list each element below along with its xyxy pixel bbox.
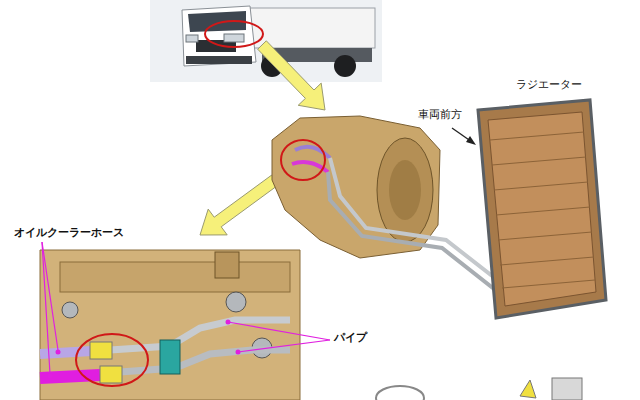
fitting — [90, 342, 112, 359]
radiator-core — [488, 112, 596, 306]
leader-line — [42, 242, 58, 350]
boss — [215, 252, 239, 278]
truck-cab — [182, 6, 256, 66]
part-arrow — [520, 380, 536, 398]
pipe — [110, 320, 290, 350]
leader-line — [238, 340, 330, 352]
part-label: 車両前方 — [418, 108, 462, 121]
zoom-housing — [40, 250, 300, 400]
bell-housing — [389, 160, 421, 220]
zoom-arrow — [258, 41, 325, 110]
leader-line — [42, 242, 50, 374]
truck-bed — [250, 8, 375, 48]
bolt — [226, 292, 246, 312]
bumper — [186, 56, 252, 64]
oil-cooler-hose — [40, 351, 92, 354]
fitting — [100, 366, 122, 383]
part-label: オイルクーラーホース — [14, 226, 124, 239]
highlight-ellipse — [76, 334, 148, 386]
part-label: パイプ — [334, 331, 367, 344]
radiator-fins — [490, 132, 595, 288]
leader-line — [228, 322, 330, 340]
headlight — [224, 34, 244, 42]
arrow-head — [466, 136, 476, 145]
leader-dot — [226, 320, 231, 325]
leader-dot — [236, 350, 241, 355]
highlight-ellipse — [205, 21, 263, 47]
headlight — [186, 35, 198, 42]
leader-dot — [56, 350, 61, 355]
leader-dot — [48, 374, 53, 379]
part-fitting — [552, 378, 582, 400]
housing-rib — [60, 262, 290, 292]
radiator — [478, 100, 606, 318]
part-ring — [376, 386, 424, 400]
part-label: ラジエーター — [516, 78, 582, 91]
bolt — [62, 302, 78, 318]
bell-housing — [377, 138, 433, 242]
highlight-ellipse — [281, 140, 325, 180]
clamp — [160, 340, 180, 374]
wheel — [334, 55, 356, 77]
zoom-arrow — [200, 175, 279, 235]
